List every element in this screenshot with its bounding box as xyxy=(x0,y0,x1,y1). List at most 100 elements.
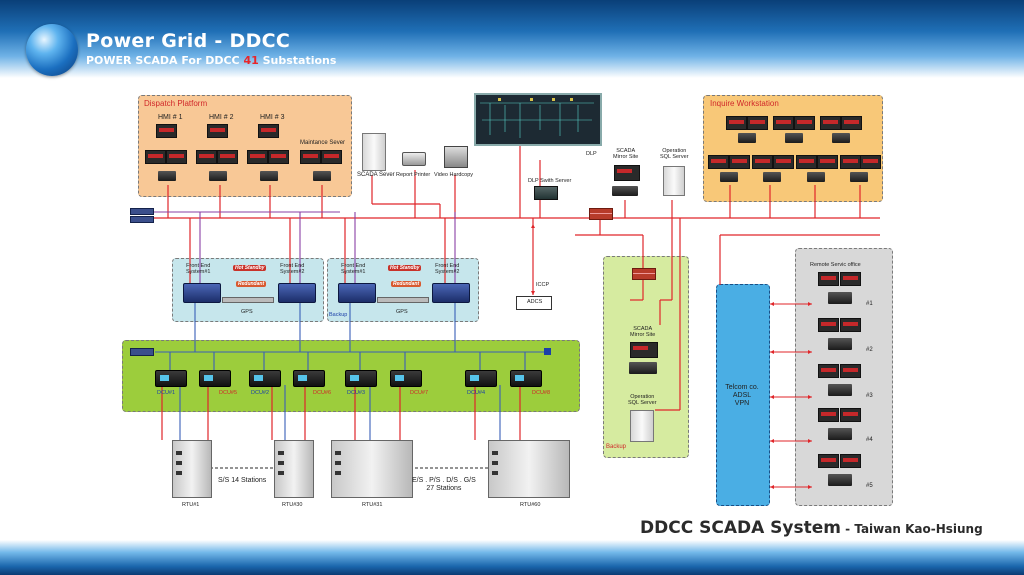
report-printer-label: Report Printer xyxy=(396,172,431,178)
monitor-icon xyxy=(300,150,321,164)
operation-sql-label: Operation SQL Server xyxy=(660,148,689,160)
hot-standby-badge: Hot Standby xyxy=(233,265,267,271)
computer-icon xyxy=(260,171,278,181)
computer-icon xyxy=(807,172,825,182)
computer-icon xyxy=(313,171,331,181)
monitor-icon xyxy=(726,116,747,130)
hmi-1-label: HMI # 1 xyxy=(158,114,183,121)
dcu-5-label: DCU#5 xyxy=(219,390,238,396)
monitor-icon xyxy=(217,150,238,164)
dcu-3-icon xyxy=(345,370,377,387)
video-hardcopy-label: Video Hardcopy xyxy=(434,172,474,178)
ss-stations-label: S/S 14 Stations xyxy=(218,477,267,484)
front-end-server-icon xyxy=(278,283,316,303)
es-stations-label: E/S . P/S . D/S . G/S 27 Stations xyxy=(412,477,476,492)
computer-icon xyxy=(828,428,852,440)
front-end-1b-label: Front End System#1 xyxy=(341,263,366,275)
monitor-icon xyxy=(614,165,640,181)
remote-office-number: #3 xyxy=(866,393,873,399)
backup-mirror-label: SCADA Mirror Site xyxy=(630,326,656,338)
dispatch-platform-label: Dispatch Platform xyxy=(144,99,208,108)
dcu-2-label: DCU#2 xyxy=(251,390,270,396)
dcu-6-label: DCU#6 xyxy=(313,390,332,396)
dcu-7-icon xyxy=(390,370,422,387)
gps-label: GPS xyxy=(396,309,408,315)
network-switch-icon xyxy=(130,216,154,223)
monitor-icon xyxy=(840,364,861,378)
telecom-label: Telcom co. ADSL VPN xyxy=(725,384,759,407)
monitor-icon xyxy=(841,116,862,130)
monitor-icon xyxy=(818,318,839,332)
front-end-server-icon xyxy=(338,283,376,303)
dcu-1-icon xyxy=(155,370,187,387)
hmi-3-label: HMI # 3 xyxy=(260,114,285,121)
monitor-icon xyxy=(207,124,228,138)
monitor-icon xyxy=(752,155,773,169)
backup-sql-label: Operation SQL Server xyxy=(628,394,657,406)
front-end-server-icon xyxy=(432,283,470,303)
page-title: Power Grid - DDCC xyxy=(86,30,291,52)
remote-office-number: #2 xyxy=(866,347,873,353)
firewall-icon xyxy=(632,268,656,280)
monitor-icon xyxy=(708,155,729,169)
computer-icon xyxy=(828,474,852,486)
monitor-icon xyxy=(747,116,768,130)
monitor-icon xyxy=(196,150,217,164)
monitor-icon xyxy=(818,454,839,468)
monitor-icon xyxy=(258,124,279,138)
remote-office-number: #5 xyxy=(866,483,873,489)
footer-banner xyxy=(0,540,1024,575)
monitor-icon xyxy=(860,155,881,169)
monitor-icon xyxy=(166,150,187,164)
video-hardcopy-icon xyxy=(444,146,468,168)
maintenance-server-label: Maintance Sever xyxy=(300,140,346,146)
monitor-icon xyxy=(817,155,838,169)
backup-panel-label: Backup xyxy=(606,444,627,450)
monitor-icon xyxy=(840,155,861,169)
printer-icon xyxy=(402,152,426,166)
rtu-30-label: RTU#30 xyxy=(282,502,303,508)
computer-icon xyxy=(209,171,227,181)
page-subtitle: POWER SCADA For DDCC 41 Substations xyxy=(86,54,337,67)
network-switch-icon xyxy=(130,348,154,356)
gps-device-icon xyxy=(222,297,274,303)
adcs-box xyxy=(516,296,552,310)
dcu-1-label: DCU#1 xyxy=(157,390,176,396)
computer-icon xyxy=(612,186,638,196)
telecom-panel xyxy=(716,284,770,506)
computer-icon xyxy=(763,172,781,182)
monitor-icon xyxy=(840,408,861,422)
hmi-2-label: HMI # 2 xyxy=(209,114,234,121)
monitor-icon xyxy=(840,272,861,286)
computer-icon xyxy=(720,172,738,182)
port-icon xyxy=(544,348,551,355)
computer-icon xyxy=(850,172,868,182)
mirror-site-label: SCADA Mirror Site xyxy=(613,148,639,160)
computer-icon xyxy=(828,384,852,396)
monitor-icon xyxy=(818,408,839,422)
redundant-badge: Redundant xyxy=(236,281,267,287)
monitor-icon xyxy=(321,150,342,164)
rtu-31-rack xyxy=(331,440,413,498)
front-end-server-icon xyxy=(183,283,221,303)
remote-office-number: #4 xyxy=(866,437,873,443)
adcs-label: ADCS xyxy=(527,299,543,305)
rtu-30-rack xyxy=(274,440,314,498)
dcu-5-icon xyxy=(199,370,231,387)
monitor-icon xyxy=(818,364,839,378)
system-title: DDCC SCADA System - Taiwan Kao-Hsiung xyxy=(640,518,983,538)
iccp-label: ICCP xyxy=(536,282,550,288)
scada-server-icon xyxy=(362,133,386,171)
dcu-3-label: DCU#3 xyxy=(347,390,366,396)
dlp-display-wall xyxy=(474,93,602,146)
monitor-icon xyxy=(268,150,289,164)
computer-icon xyxy=(828,338,852,350)
dlp-switch-server-icon xyxy=(534,186,558,200)
monitor-icon xyxy=(145,150,166,164)
backup-sql-server-icon xyxy=(630,410,654,442)
sql-server-icon xyxy=(663,166,685,196)
monitor-icon xyxy=(729,155,750,169)
computer-icon xyxy=(785,133,803,143)
